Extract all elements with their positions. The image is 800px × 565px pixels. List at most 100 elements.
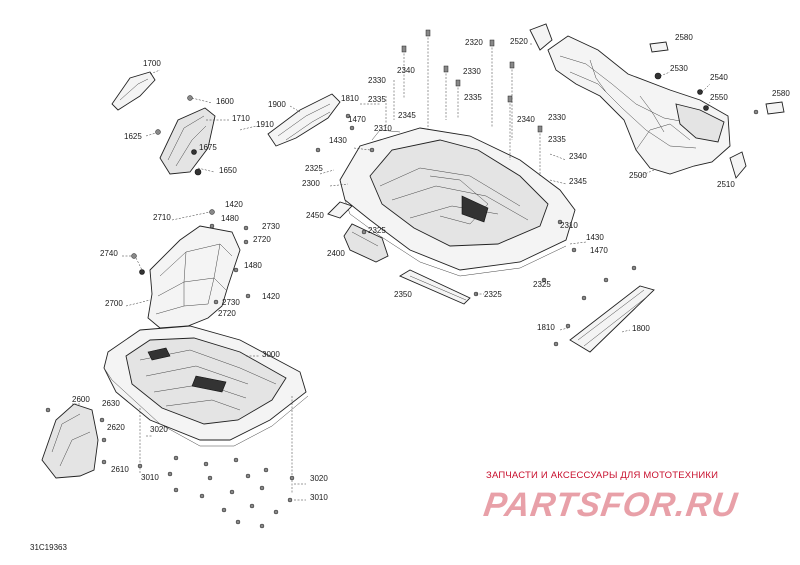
clip-icon (221, 507, 227, 513)
clip-icon (207, 475, 213, 481)
part-callout-2335: 2335 (548, 135, 566, 144)
part-callout-2340: 2340 (569, 152, 587, 161)
part-3000-skid-plate (103, 325, 309, 494)
part-callout-2335: 2335 (464, 93, 482, 102)
clip-icon (233, 457, 239, 463)
part-callout-1710: 1710 (232, 114, 250, 123)
part-2580-label-a (649, 41, 669, 53)
part-callout-2740: 2740 (100, 249, 118, 258)
part-callout-1625: 1625 (124, 132, 142, 141)
part-callout-1470: 1470 (348, 115, 366, 124)
bolt-icon (131, 253, 137, 259)
part-2500-rear-rack (547, 35, 759, 177)
part-1700-side-panel (111, 69, 161, 111)
part-callout-2610: 2610 (111, 465, 129, 474)
bolt-icon (187, 95, 193, 101)
grommet-icon (654, 72, 662, 80)
part-callout-1800: 1800 (632, 324, 650, 333)
part-callout-2500: 2500 (629, 171, 647, 180)
part-2350-lower-rail (399, 241, 587, 305)
cargo-box-fasteners (360, 29, 567, 185)
part-callout-2720: 2720 (253, 235, 271, 244)
part-callout-1650: 1650 (219, 166, 237, 175)
part-callout-2710: 2710 (153, 213, 171, 222)
bolt-icon (369, 147, 375, 153)
part-callout-3010: 3010 (141, 473, 159, 482)
clip-icon (259, 523, 265, 529)
part-callout-2540: 2540 (710, 73, 728, 82)
clip-icon (229, 489, 235, 495)
clip-icon (245, 473, 251, 479)
bolt-icon (233, 267, 239, 273)
bolt-icon (345, 113, 351, 119)
part-callout-2345: 2345 (398, 111, 416, 120)
part-callout-1480: 1480 (221, 214, 239, 223)
part-callout-1910: 1910 (256, 120, 274, 129)
part-callout-3020: 3020 (150, 425, 168, 434)
part-callout-2320: 2320 (465, 38, 483, 47)
part-callout-2620: 2620 (107, 423, 125, 432)
bolt-icon (565, 323, 571, 329)
part-callout-2325: 2325 (484, 290, 502, 299)
part-1800-long-panel (553, 265, 655, 353)
part-callout-2630: 2630 (102, 399, 120, 408)
bolt-icon (537, 125, 543, 133)
clip-icon (273, 509, 279, 515)
part-callout-1600: 1600 (216, 97, 234, 106)
bolt-icon (753, 109, 759, 115)
watermark-logo: PARTSFOR.RU (481, 486, 741, 524)
bolt-icon (101, 437, 107, 443)
part-1600-deflector (145, 95, 257, 176)
bolt-icon (507, 95, 513, 103)
bolt-icon (425, 29, 431, 37)
part-callout-2340: 2340 (517, 115, 535, 124)
part-2450-bracket (327, 201, 353, 219)
bolt-icon (155, 129, 161, 135)
part-callout-3010: 3010 (310, 493, 328, 502)
part-callout-1420: 1420 (225, 200, 243, 209)
part-1900-inner-panel (267, 93, 355, 153)
part-callout-2325: 2325 (305, 164, 323, 173)
clip-icon (173, 455, 179, 461)
part-callout-2300: 2300 (302, 179, 320, 188)
bolt-icon (571, 247, 577, 253)
bolt-icon (315, 147, 321, 153)
fastener-field-3010-3020 (137, 435, 306, 529)
part-callout-2730: 2730 (222, 298, 240, 307)
clip-icon (173, 487, 179, 493)
part-2510-tab (729, 151, 747, 179)
part-callout-2700: 2700 (105, 299, 123, 308)
bolt-icon (581, 295, 587, 301)
clip-icon (167, 471, 173, 477)
part-callout-1470: 1470 (590, 246, 608, 255)
part-callout-2550: 2550 (710, 93, 728, 102)
bolt-icon (557, 219, 563, 225)
part-callout-1810: 1810 (537, 323, 555, 332)
bolt-icon (45, 407, 51, 413)
clip-icon (287, 497, 293, 503)
bolt-icon (489, 39, 495, 47)
grommet-icon (194, 168, 202, 176)
part-callout-1675: 1675 (199, 143, 217, 152)
bolt-icon (99, 417, 105, 423)
clip-icon (203, 461, 209, 467)
grommet-icon (139, 269, 145, 275)
clip-icon (249, 503, 255, 509)
part-callout-2400: 2400 (327, 249, 345, 258)
part-callout-2580: 2580 (675, 33, 693, 42)
part-callout-2335: 2335 (368, 95, 386, 104)
part-callout-2450: 2450 (306, 211, 324, 220)
part-callout-2330: 2330 (548, 113, 566, 122)
part-callout-2580: 2580 (772, 89, 790, 98)
part-callout-1900: 1900 (268, 100, 286, 109)
document-id: 31C19363 (30, 543, 67, 552)
part-callout-1430: 1430 (329, 136, 347, 145)
part-callout-1480: 1480 (244, 261, 262, 270)
part-callout-1810: 1810 (341, 94, 359, 103)
part-callout-3000: 3000 (262, 350, 280, 359)
clip-icon (289, 475, 295, 481)
part-callout-2350: 2350 (394, 290, 412, 299)
grommet-icon (703, 105, 709, 111)
bolt-icon (101, 459, 107, 465)
clip-icon (259, 485, 265, 491)
